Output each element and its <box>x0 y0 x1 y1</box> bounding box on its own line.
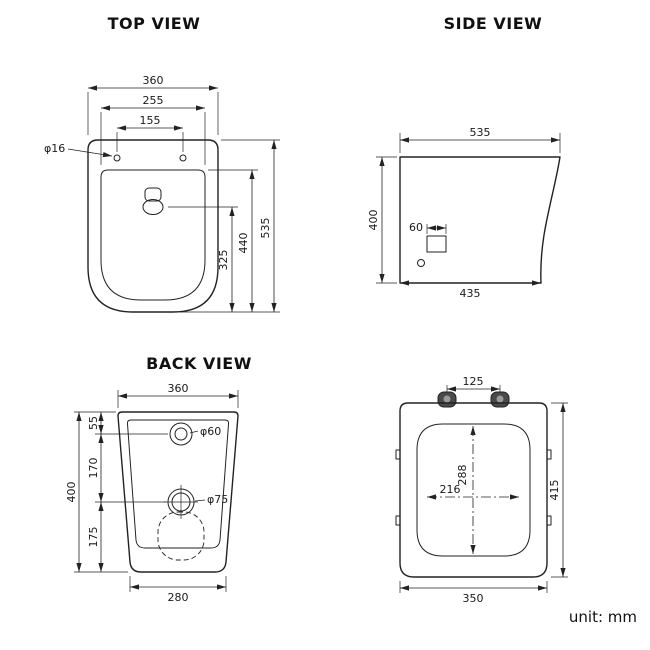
hinge-right-dot <box>496 395 504 403</box>
side-fixing-hole <box>417 259 425 267</box>
dim-label-outlet: 60 <box>409 221 423 234</box>
flush-keyhole-ellipse <box>142 199 164 215</box>
side-view-extension-lines <box>376 133 561 284</box>
back-view-inner-outline <box>126 419 230 549</box>
top-view: TOP VIEW 155 255 360 φ16 325 <box>44 14 280 313</box>
dim-label-side-depth-base: 435 <box>460 287 481 300</box>
dim-label-back-height: 400 <box>65 482 78 503</box>
top-view-title: TOP VIEW <box>108 14 201 33</box>
dim-label-depth-total: 535 <box>259 218 272 239</box>
seat-view-extension-lines <box>399 385 568 593</box>
top-view-extension-lines <box>87 92 280 313</box>
seat-bumper-right-top <box>546 449 552 460</box>
seat-bumper-left-top <box>395 449 401 460</box>
back-view-title: BACK VIEW <box>146 354 252 373</box>
back-view: BACK VIEW φ60 φ75 360 55 170 <box>65 354 252 604</box>
inlet-dia-leader <box>189 430 199 434</box>
dim-label-inner-width: 216 <box>440 483 461 496</box>
dim-label-seg-bot: 175 <box>87 527 100 548</box>
top-view-seat-outline <box>100 169 206 301</box>
drain-dia-leader <box>194 499 206 502</box>
seat-view: 125 288 216 415 350 <box>395 375 568 605</box>
inlet-circle-outer <box>169 422 193 446</box>
side-outlet-bracket <box>426 235 447 253</box>
top-view-body-outline <box>87 139 219 313</box>
side-view: SIDE VIEW 60 535 400 435 <box>367 14 561 300</box>
dim-label-seat-width: 350 <box>463 592 484 605</box>
unit-label: unit: mm <box>569 608 637 626</box>
side-view-title: SIDE VIEW <box>444 14 543 33</box>
seat-bumper-right-bottom <box>546 515 552 526</box>
inlet-circle-inner <box>174 427 188 441</box>
dim-label-seat-width: 255 <box>143 94 164 107</box>
seat-inner-outline <box>416 423 531 557</box>
dim-label-hole-dia: φ16 <box>44 142 65 155</box>
dim-label-back-width: 360 <box>168 382 189 395</box>
hinge-left-dot <box>443 395 451 403</box>
back-view-outline <box>117 411 239 573</box>
dim-label-base-width: 280 <box>168 591 189 604</box>
seat-bumper-left-bottom <box>395 515 401 526</box>
mounting-hole-right <box>179 154 187 162</box>
dim-label-hinge-spacing: 125 <box>463 375 484 388</box>
dim-label-side-height: 400 <box>367 210 380 231</box>
dim-label-drain-dia: φ75 <box>207 493 228 506</box>
dim-label-seg-top: 55 <box>87 416 100 430</box>
hole-dia-leader <box>67 148 113 158</box>
flush-keyhole-rect <box>144 187 162 202</box>
dim-label-top-width: 360 <box>143 74 164 87</box>
dim-label-side-depth-top: 535 <box>470 126 491 139</box>
dim-label-inner-depth: 288 <box>456 465 469 486</box>
dim-label-seg-mid: 170 <box>87 458 100 479</box>
dim-label-seat-depth: 415 <box>548 480 561 501</box>
mounting-hole-left <box>113 154 121 162</box>
trapway-hidden-outline <box>157 511 205 561</box>
dim-label-depth-seat: 440 <box>237 233 250 254</box>
dim-label-hole-spacing: 155 <box>140 114 161 127</box>
dim-label-inlet-dia: φ60 <box>200 425 221 438</box>
seat-outline <box>399 402 548 578</box>
dim-label-depth-flush: 325 <box>217 250 230 271</box>
